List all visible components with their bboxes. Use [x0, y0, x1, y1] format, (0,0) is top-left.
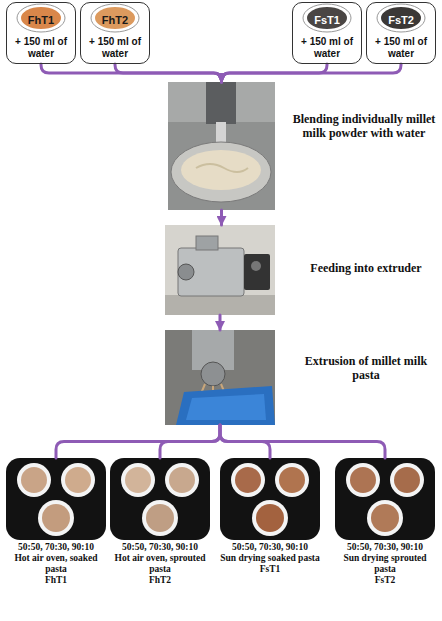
product-label: 50:50, 70:30, 90:10 [108, 542, 212, 553]
flow-connector [160, 425, 220, 458]
process-step: Blending individually millet milk powder… [168, 82, 275, 210]
mixer-photo [168, 82, 275, 210]
sample-code: FhT2 [108, 575, 212, 586]
product-label: 50:50, 70:30, 90:10 [333, 542, 437, 553]
product-label: 50:50, 70:30, 90:10 [4, 542, 108, 553]
product-label: Sun drying soaked pasta [218, 553, 322, 564]
sample-code: FhT1 [4, 575, 108, 586]
powder-bowl [17, 4, 425, 32]
ingredient-box: FhT1 + 150 ml of water [6, 2, 76, 64]
flow-connector [219, 315, 222, 330]
ingredient-note: + 150 ml of water [370, 36, 432, 59]
pasta-bowls [6, 458, 435, 540]
product-box: 50:50, 70:30, 90:10Hot air oven, soaked … [4, 458, 108, 586]
step-label: Blending individually millet milk powder… [290, 112, 438, 141]
flow-connector [220, 425, 385, 458]
sample-code: FsT1 [218, 564, 322, 575]
process-step: Feeding into extruder [165, 225, 275, 315]
product-box: 50:50, 70:30, 90:10Sun drying soaked pas… [218, 458, 322, 575]
sample-code: FhT2 [84, 14, 146, 27]
ingredient-note: + 150 ml of water [10, 36, 72, 59]
flow-connector [220, 210, 223, 225]
extruder-photo [165, 225, 275, 315]
product-label: Hot air oven, sprouted pasta [108, 553, 212, 575]
flow-connector [56, 425, 220, 458]
product-label: Sun drying sprouted pasta [333, 553, 437, 575]
product-label: Hot air oven, soaked pasta [4, 553, 108, 575]
product-box: 50:50, 70:30, 90:10Hot air oven, sproute… [108, 458, 212, 586]
step-label: Extrusion of millet milk pasta [292, 354, 440, 383]
sample-code: FhT1 [10, 14, 72, 27]
extrusion-photo [165, 330, 275, 425]
sample-code: FsT2 [370, 14, 432, 27]
ingredient-note: + 150 ml of water [84, 36, 146, 59]
flow-connector [222, 64, 402, 82]
product-label: 50:50, 70:30, 90:10 [218, 542, 322, 553]
sample-code: FsT2 [333, 575, 437, 586]
ingredient-note: + 150 ml of water [296, 36, 358, 59]
step-label: Feeding into extruder [292, 261, 440, 275]
ingredient-box: FhT2 + 150 ml of water [80, 2, 150, 64]
product-box: 50:50, 70:30, 90:10Sun drying sprouted p… [333, 458, 437, 586]
flow-connector [41, 64, 222, 82]
sample-code: FsT1 [296, 14, 358, 27]
ingredient-box: FsT1 + 150 ml of water [292, 2, 362, 64]
process-step: Extrusion of millet milk pasta [165, 330, 275, 425]
flow-connector [115, 64, 222, 82]
ingredient-box: FsT2 + 150 ml of water [366, 2, 436, 64]
